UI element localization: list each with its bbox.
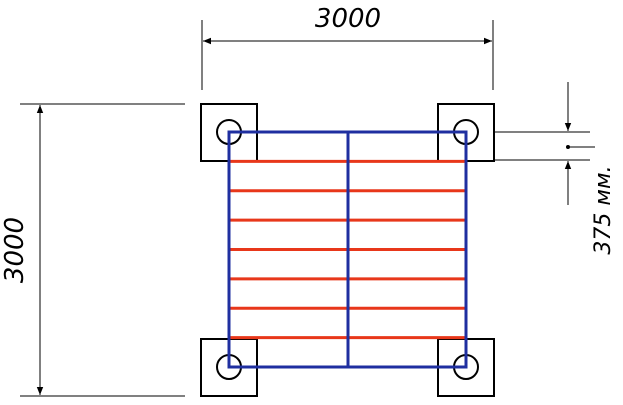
spacing-dot (566, 145, 570, 149)
frame (227, 130, 468, 369)
top-dimension-label: 3000 (315, 4, 381, 34)
spacing-dimension-label: 375 мм. (591, 165, 616, 254)
left-dimension-label: 3000 (0, 217, 30, 283)
left-dimension: 3000 (0, 103, 185, 397)
spacing-dimension: 375 мм. (470, 82, 616, 255)
top-dimension: 3000 (201, 4, 494, 90)
